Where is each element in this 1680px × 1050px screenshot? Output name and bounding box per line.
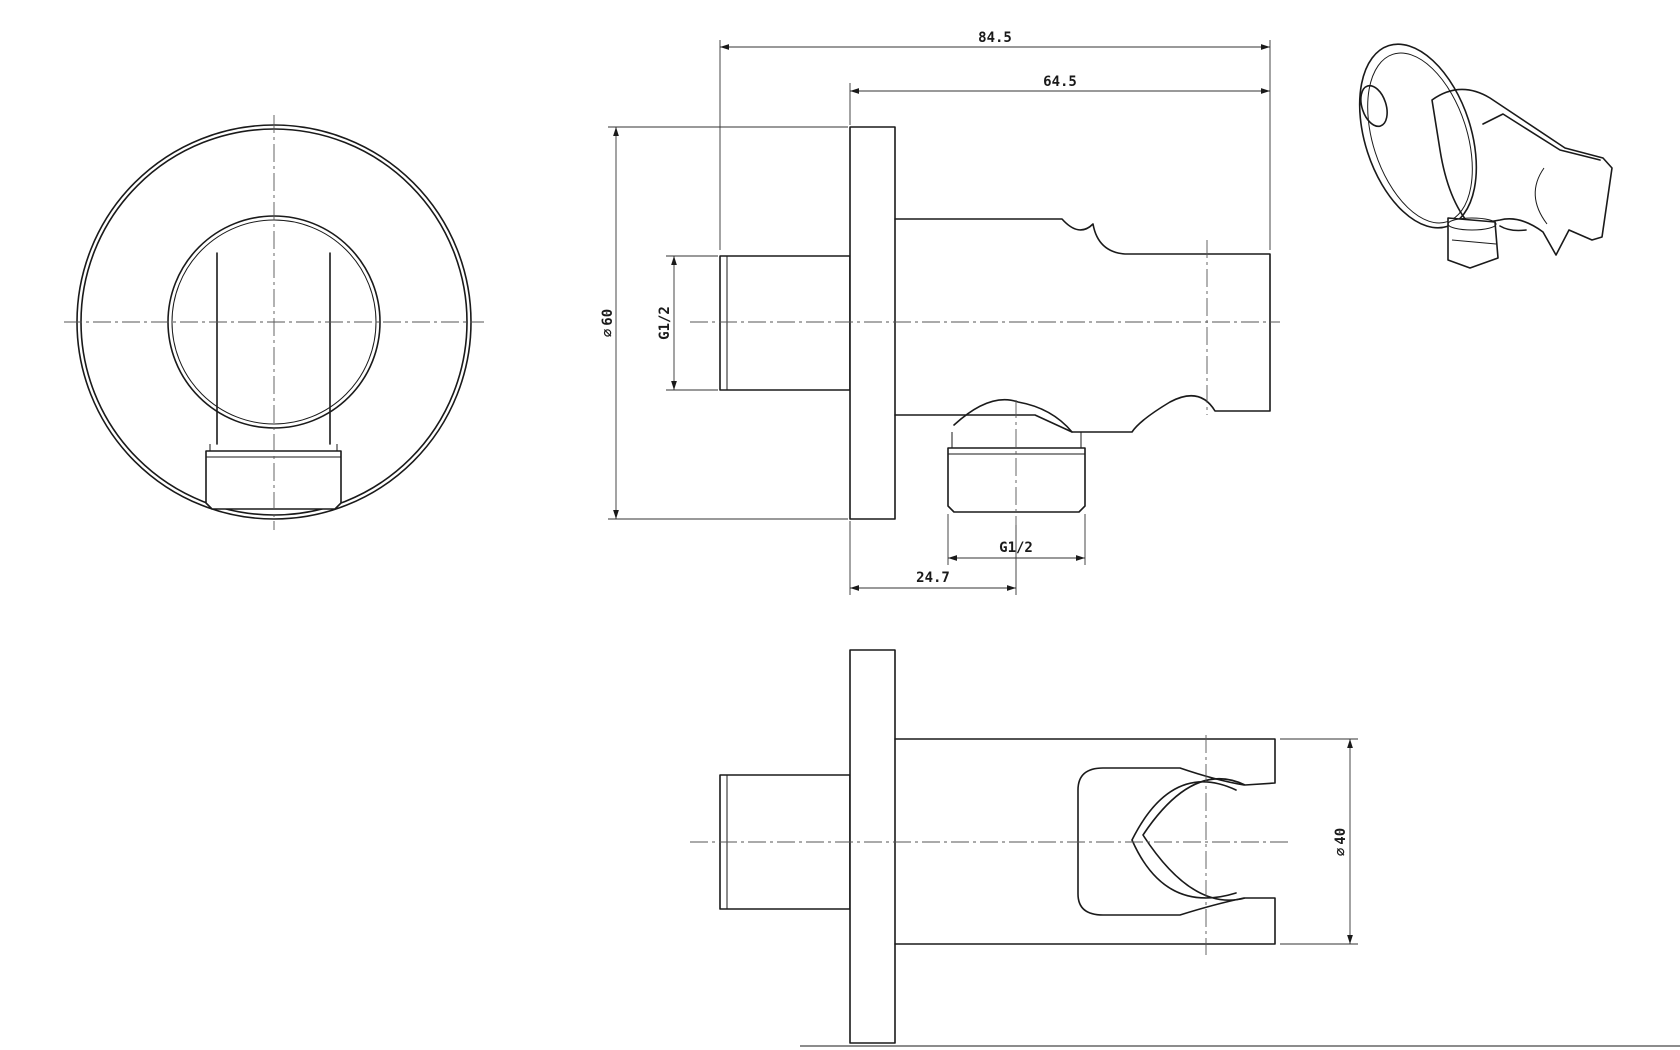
dimension-label-64-5: 64.5	[1043, 74, 1077, 90]
diameter-symbol: ⌀	[1333, 847, 1349, 856]
dimension-body-length: 64.5	[849, 74, 1270, 125]
dimension-overall-length: 84.5	[719, 30, 1271, 250]
dimension-outlet-offset: 24.7	[849, 521, 1017, 595]
top-view	[690, 649, 1290, 1044]
dimension-label-40: 40	[1333, 828, 1349, 845]
dimension-flange-diameter: ⌀ 60	[600, 126, 848, 520]
dimension-label-60: 60	[600, 309, 616, 326]
dimension-label-inlet-g1-2: G1/2	[657, 306, 673, 340]
svg-text:⌀40: ⌀ 40	[1333, 828, 1349, 856]
dimension-inlet-thread: G1/2	[657, 255, 718, 391]
front-view	[64, 115, 484, 530]
dimension-holder-diameter: ⌀ 40	[1280, 738, 1358, 945]
dimension-outlet-thread: G1/2	[947, 514, 1086, 565]
svg-text:⌀60: ⌀ 60	[600, 309, 616, 337]
diameter-symbol: ⌀	[600, 328, 616, 337]
side-view	[690, 126, 1280, 525]
isometric-view	[1358, 43, 1613, 269]
dimension-label-24-7: 24.7	[916, 570, 950, 586]
dimension-label-84-5: 84.5	[978, 30, 1012, 46]
